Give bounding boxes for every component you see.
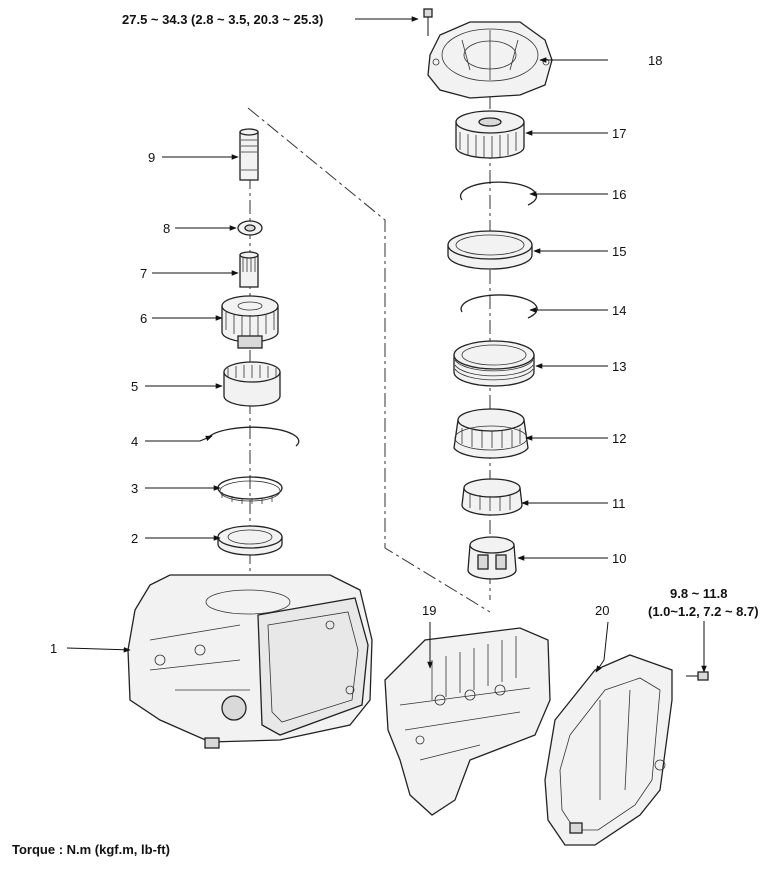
part-15-plate [447, 230, 533, 270]
callout-12: 12 [612, 431, 626, 446]
part-14-snap-ring [460, 294, 538, 319]
part-20-oil-pan [544, 654, 673, 846]
part-12-clutch-hub [453, 408, 529, 459]
part-13-clutch-pack [453, 340, 535, 387]
part-10-carrier [467, 536, 517, 580]
callout-2: 2 [131, 531, 138, 546]
part-4-snap-ring [207, 426, 300, 447]
callout-13: 13 [612, 359, 626, 374]
callout-10: 10 [612, 551, 626, 566]
torque-units-note: Torque : N.m (kgf.m, lb-ft) [12, 842, 170, 857]
top-torque-spec: 27.5 ~ 34.3 (2.8 ~ 3.5, 20.3 ~ 25.3) [122, 12, 323, 27]
callout-18: 18 [648, 53, 662, 68]
callout-11: 11 [612, 496, 626, 511]
callout-7: 7 [140, 266, 147, 281]
callout-5: 5 [131, 379, 138, 394]
part-11-hub [461, 478, 523, 516]
part-5-ring-gear [223, 361, 281, 407]
part-17-drum [455, 110, 525, 159]
leader-4 [145, 435, 213, 442]
part-7-sun-gear [239, 251, 259, 288]
callout-14: 14 [612, 303, 626, 318]
right-torque-spec-line2: (1.0~1.2, 7.2 ~ 8.7) [648, 604, 759, 619]
part-3-toothed-ring [217, 476, 283, 504]
part-8-washer [237, 220, 263, 236]
part-18-cover [427, 21, 553, 99]
callout-3: 3 [131, 481, 138, 496]
callout-17: 17 [612, 126, 626, 141]
callout-15: 15 [612, 244, 626, 259]
part-18-bolt [423, 8, 433, 36]
part-6-gear-set [221, 295, 279, 349]
leader-1 [66, 647, 131, 653]
callout-1: 1 [50, 641, 57, 656]
part-2-plate [217, 525, 283, 556]
part-1-transmission-case [127, 574, 373, 749]
leader-20 [595, 621, 609, 673]
part-16-snap-ring [459, 181, 538, 206]
part-9-shaft [239, 128, 259, 181]
callout-4: 4 [131, 434, 138, 449]
right-torque-spec-line1: 9.8 ~ 11.8 [670, 586, 727, 601]
callout-8: 8 [163, 221, 170, 236]
callout-6: 6 [140, 311, 147, 326]
callout-9: 9 [148, 150, 155, 165]
callout-16: 16 [612, 187, 626, 202]
part-20-bolt [686, 671, 709, 681]
callout-19: 19 [422, 603, 436, 618]
assembly-alignment-line [247, 107, 491, 613]
callout-20: 20 [595, 603, 609, 618]
part-19-valve-body [384, 627, 551, 816]
